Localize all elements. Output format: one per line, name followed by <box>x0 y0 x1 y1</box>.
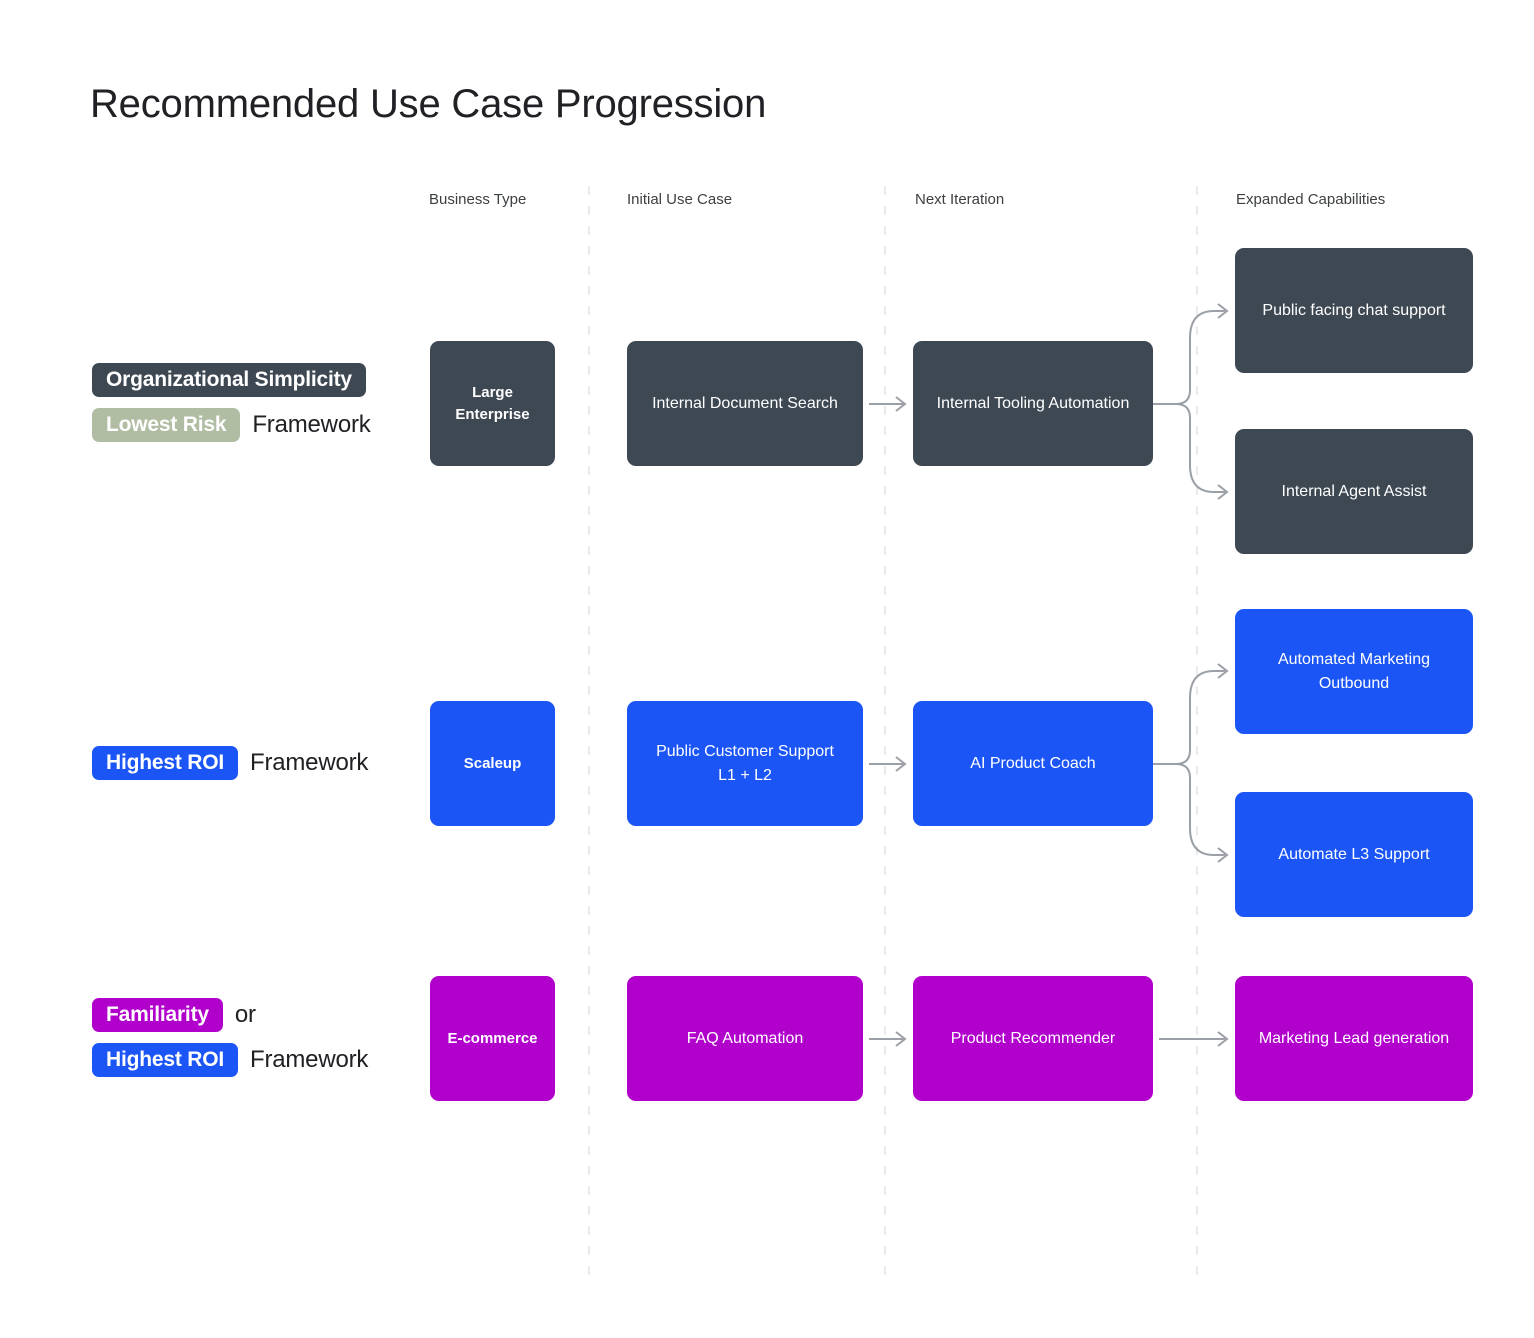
pill-familiarity: Familiarity <box>92 998 223 1032</box>
node-next-iteration-row-2[interactable]: AI Product Coach <box>913 701 1153 826</box>
arrow-row3-next-to-expanded <box>1159 1031 1229 1047</box>
node-business-type-row-2[interactable]: Scaleup <box>430 701 555 826</box>
column-divider-1 <box>588 186 590 1286</box>
column-header-initial-use-case: Initial Use Case <box>627 191 733 208</box>
framework-label-row-2: Highest ROI Framework <box>92 746 368 780</box>
arrow-row3-initial-to-next <box>869 1031 907 1047</box>
branch-row2-next-to-expanded <box>1153 663 1229 863</box>
node-expanded-1-row-3[interactable]: Marketing Lead generation <box>1235 976 1473 1101</box>
pill-highest-roi-row-3: Highest ROI <box>92 1043 238 1077</box>
node-label: Automated Marketing Outbound <box>1277 651 1431 692</box>
pill-organizational-simplicity: Organizational Simplicity <box>92 363 366 397</box>
node-initial-use-case-row-1[interactable]: Internal Document Search <box>627 341 863 466</box>
node-label: Public Customer Support L1 + L2 <box>656 743 834 784</box>
node-expanded-1-row-1[interactable]: Public facing chat support <box>1235 248 1473 373</box>
node-expanded-2-row-2[interactable]: Automate L3 Support <box>1235 792 1473 917</box>
column-divider-3 <box>1196 186 1198 1286</box>
node-next-iteration-row-3[interactable]: Product Recommender <box>913 976 1153 1101</box>
branch-row1-next-to-expanded <box>1153 303 1229 500</box>
node-label: Large Enterprise <box>455 383 530 423</box>
framework-label-row-3: Familiarity or Highest ROI Framework <box>92 998 368 1077</box>
node-business-type-row-3[interactable]: E-commerce <box>430 976 555 1101</box>
page-title: Recommended Use Case Progression <box>90 82 767 126</box>
column-header-expanded-capabilities: Expanded Capabilities <box>1236 191 1386 208</box>
node-expanded-1-row-2[interactable]: Automated Marketing Outbound <box>1235 609 1473 734</box>
framework-connector-or: or <box>234 1001 256 1028</box>
node-initial-use-case-row-2[interactable]: Public Customer Support L1 + L2 <box>627 701 863 826</box>
column-divider-2 <box>884 186 886 1286</box>
node-initial-use-case-row-3[interactable]: FAQ Automation <box>627 976 863 1101</box>
pill-lowest-risk: Lowest Risk <box>92 408 241 442</box>
framework-label-row-1: Organizational Simplicity Lowest Risk Fr… <box>92 363 371 442</box>
column-header-next-iteration: Next Iteration <box>915 191 1005 208</box>
node-next-iteration-row-1[interactable]: Internal Tooling Automation <box>913 341 1153 466</box>
node-business-type-row-1[interactable]: Large Enterprise <box>430 341 555 466</box>
framework-suffix-row-2: Framework <box>249 749 369 776</box>
arrow-row2-initial-to-next <box>869 756 907 772</box>
pill-highest-roi-row-2: Highest ROI <box>92 746 238 780</box>
node-expanded-2-row-1[interactable]: Internal Agent Assist <box>1235 429 1473 554</box>
framework-suffix-row-1: Framework <box>252 411 371 438</box>
column-header-business-type: Business Type <box>429 191 527 208</box>
arrow-row1-initial-to-next <box>869 396 907 412</box>
framework-suffix-row-3: Framework <box>249 1046 369 1073</box>
